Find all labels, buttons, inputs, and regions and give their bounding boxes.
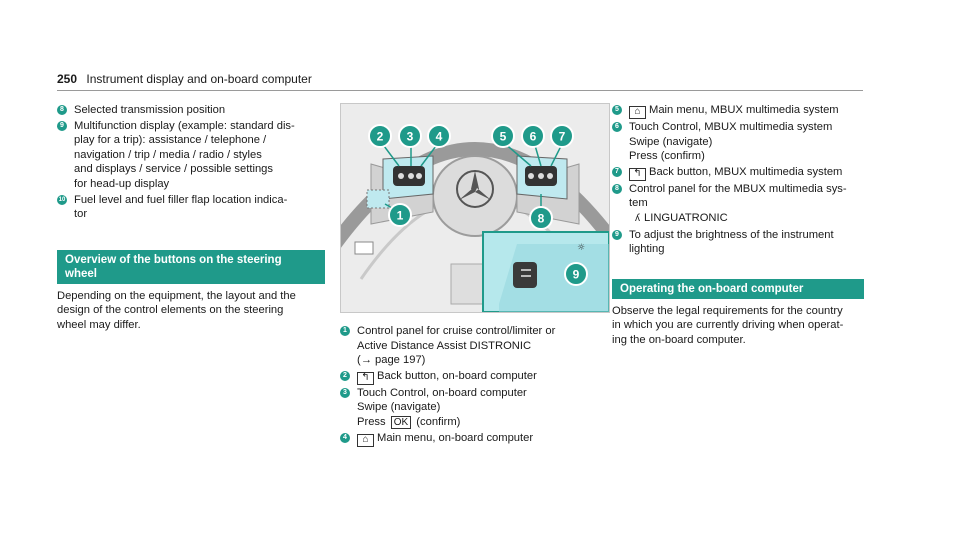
callout-6: 6	[521, 124, 545, 153]
callout-8-label: 8	[538, 212, 545, 226]
item-line: Active Distance Assist DISTRONIC	[357, 339, 532, 352]
right-column: 5 ⌂Main menu, MBUX multimedia system 6 T…	[612, 103, 864, 348]
item-line: Back button, MBUX multimedia system	[649, 165, 843, 178]
callout-5: 5	[491, 124, 515, 153]
callout-number: 8	[612, 183, 622, 194]
callout-number: 5	[612, 105, 622, 115]
home-icon: ⌂	[357, 433, 374, 447]
callout-6-label: 6	[530, 130, 537, 144]
ok-icon: OK	[390, 415, 412, 429]
list-item: 7 ↰Back button, MBUX multimedia system	[612, 165, 864, 181]
item-text: Multifunction display (example: standard…	[74, 119, 295, 190]
header-rule	[57, 90, 863, 91]
item-line: Press (confirm)	[629, 150, 705, 163]
page-number: 250	[57, 72, 78, 86]
callout-number: 2	[340, 370, 350, 381]
voice-icon: ʎ	[635, 212, 640, 224]
callout-number: 9	[57, 120, 67, 131]
home-icon: ⌂	[629, 106, 646, 119]
list-item: 5 ⌂Main menu, MBUX multimedia system	[612, 103, 864, 119]
item-line: Touch Control, on-board computer	[357, 386, 527, 399]
item-line: Control panel for the MBUX multimedia sy…	[629, 182, 847, 195]
item-line: Touch Control, MBUX multimedia system	[629, 121, 833, 133]
section-body: Depending on the equipment, the layout a…	[57, 289, 296, 331]
back-icon: ↰	[629, 167, 646, 181]
callout-1-label: 1	[397, 209, 404, 223]
callout-number: 3	[340, 387, 350, 398]
item-line: Main menu, MBUX multimedia system	[649, 104, 839, 116]
callout-number: 6	[612, 122, 622, 132]
callout-8: 8	[529, 206, 553, 235]
item-text: Selected transmission position	[74, 104, 226, 116]
left-column: 8 Selected transmission position 9 Multi…	[57, 103, 325, 333]
callout-7-label: 7	[559, 130, 566, 144]
item-line: Swipe (navigate)	[629, 135, 713, 148]
callout-4-label: 4	[436, 130, 443, 144]
section-body: Observe the legal requirements for the c…	[612, 304, 844, 346]
list-item: 9 Multifunction display (example: standa…	[57, 119, 325, 192]
item-line: To adjust the brightness of the instrume…	[629, 228, 834, 241]
steering-wheel-figure: ☼ 1 2 3 4 5 6 7 8	[340, 103, 610, 313]
list-item: 3 Touch Control, on-board computer Swipe…	[340, 386, 608, 430]
item-line: Control panel for cruise control/limiter…	[357, 325, 556, 337]
page-header: 250 Instrument display and on-board comp…	[57, 72, 312, 86]
callout-9-label: 9	[573, 268, 580, 282]
callout-number: 8	[57, 105, 67, 115]
callout-number: 7	[612, 166, 622, 177]
page-title: Instrument display and on-board computer	[86, 72, 312, 86]
callout-number: 1	[340, 326, 350, 336]
list-item: 6 Touch Control, MBUX multimedia system …	[612, 120, 864, 164]
list-item: 10 Fuel level and fuel filler flap locat…	[57, 193, 325, 222]
section-heading: Overview of the buttons on the steering …	[57, 249, 325, 284]
callout-number: 9	[612, 229, 622, 240]
callout-3-label: 3	[407, 130, 414, 144]
callout-number: 10	[57, 194, 67, 205]
item-line: Swipe (navigate)	[357, 401, 441, 414]
confirm-label: (confirm)	[416, 415, 461, 428]
linguatronic-label: LINGUATRONIC	[644, 211, 728, 224]
item-text: Fuel level and fuel filler flap location…	[74, 193, 288, 221]
callout-7: 7	[550, 124, 574, 153]
item-line: Main menu, on-board computer	[377, 431, 534, 444]
callout-2-label: 2	[377, 130, 384, 144]
list-item: 9 To adjust the brightness of the instru…	[612, 228, 864, 257]
press-label: Press	[357, 415, 386, 428]
callout-3: 3	[398, 124, 422, 153]
list-item: 4 ⌂Main menu, on-board computer	[340, 431, 608, 447]
callout-4: 4	[427, 124, 451, 153]
middle-column: 1 Control panel for cruise control/limit…	[340, 324, 608, 448]
list-item: 2 ↰Back button, on-board computer	[340, 369, 608, 385]
list-item: 8 Control panel for the MBUX multimedia …	[612, 182, 864, 227]
callout-number: 4	[340, 432, 350, 443]
list-item: 8 Selected transmission position	[57, 103, 325, 118]
back-icon: ↰	[357, 371, 374, 385]
svg-text:☼: ☼	[577, 243, 585, 253]
callout-9: 9	[564, 262, 588, 291]
item-line: lighting	[629, 243, 665, 256]
callout-2: 2	[368, 124, 392, 153]
list-item: 1 Control panel for cruise control/limit…	[340, 324, 608, 368]
callout-1: 1	[388, 203, 412, 232]
item-line: tem	[629, 197, 648, 210]
callout-5-label: 5	[500, 130, 507, 144]
item-line: Back button, on-board computer	[377, 369, 537, 382]
item-line: (→ page 197)	[357, 354, 426, 367]
section-heading: Operating the on-board computer	[612, 278, 864, 299]
